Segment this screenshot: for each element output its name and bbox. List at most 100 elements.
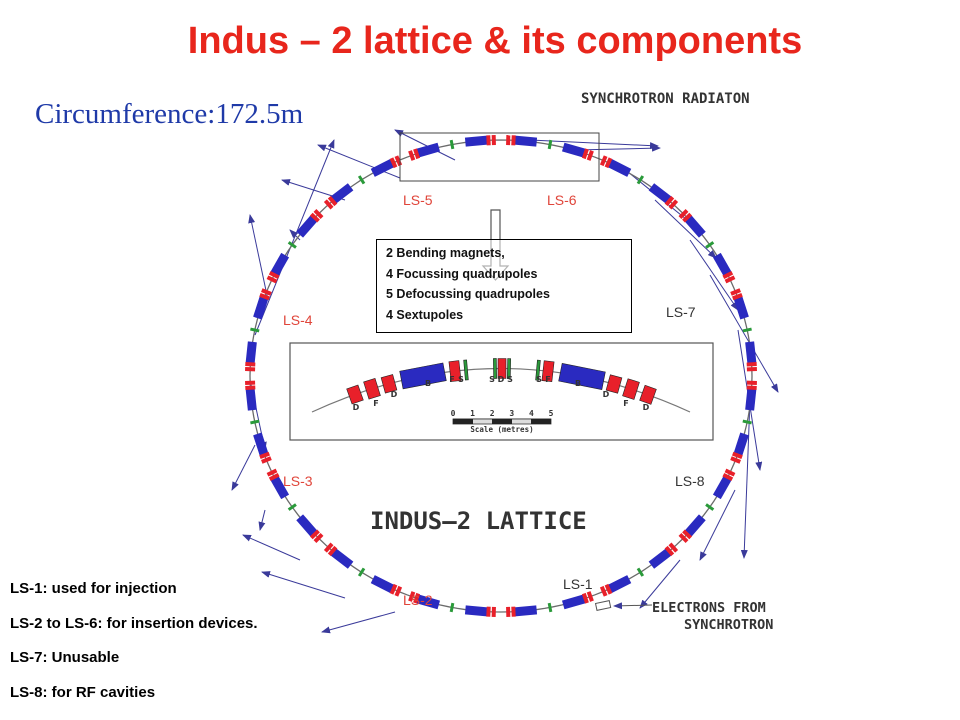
dipole-magnet: [558, 363, 606, 390]
radiation-arrow: [709, 274, 779, 393]
unit-cell-label: D: [498, 375, 505, 384]
dipole-magnet: [270, 252, 290, 277]
quadrupole-magnet: [664, 195, 675, 207]
ls1-label: LS-1: [563, 576, 593, 592]
quadrupole-magnet: [722, 270, 734, 280]
radiation-arrow: [248, 214, 269, 301]
sextupole-magnet: [463, 359, 469, 381]
quadrupole-magnet: [327, 195, 338, 207]
dipole-magnet: [733, 295, 749, 320]
ls4-label: LS-4: [283, 312, 313, 328]
sextupole-magnet: [636, 567, 645, 577]
quadrupole-magnet: [746, 385, 757, 390]
page-title: Indus – 2 lattice & its components: [187, 20, 803, 62]
quadrupole-magnet: [604, 583, 613, 595]
dipole-magnet: [245, 387, 257, 411]
sextupole-magnet: [449, 602, 455, 613]
dipole-magnet: [514, 135, 538, 147]
quadrupole-magnet: [261, 456, 272, 464]
unit-cell-label: B: [575, 379, 581, 388]
quadrupole-magnet: [491, 606, 496, 617]
radiation-arrow: [740, 399, 751, 559]
dipole-magnet: [370, 158, 395, 177]
quadrupole-magnet: [389, 583, 398, 595]
unit-cell-label: D: [391, 390, 398, 399]
quadrupole-magnet: [511, 606, 516, 617]
dipole-magnet: [370, 575, 395, 594]
lattice-title: INDUS–2 LATTICE: [370, 507, 587, 535]
quadrupole-magnet: [389, 157, 398, 169]
quadrupole-magnet: [394, 585, 403, 597]
dipole-magnet: [684, 514, 706, 537]
note-item: LS-8: for RF cavities: [10, 683, 156, 701]
unit-cell-label: D: [353, 403, 360, 412]
quadrupole-magnet: [245, 367, 256, 372]
unit-cell-label: F: [373, 399, 378, 408]
quadrupole-magnet: [380, 374, 398, 394]
quadrupole-magnet: [668, 199, 679, 210]
quadrupole-magnet: [245, 362, 256, 367]
quadrupole-magnet: [581, 592, 589, 604]
quadrupole-magnet: [497, 358, 507, 379]
quadrupole-magnet: [511, 135, 516, 146]
quadrupole-magnet: [309, 212, 320, 223]
quadrupole-magnet: [259, 451, 270, 460]
dipole-magnet: [733, 432, 749, 457]
sextupole-magnet: [636, 175, 645, 185]
quadrupole-magnet: [261, 288, 272, 296]
quadrupole-magnet: [586, 150, 594, 161]
quadrupole-magnet: [313, 533, 324, 543]
scale-caption: Scale (metres): [470, 425, 533, 434]
dipole-magnet: [464, 605, 488, 617]
dipole-magnet: [648, 548, 672, 569]
radiation-arrow: [574, 144, 661, 152]
quadrupole-magnet: [724, 468, 736, 477]
ls6-label: LS-6: [547, 192, 577, 208]
radiation-arrow: [231, 444, 256, 491]
dipole-magnet: [253, 432, 269, 457]
quadrupole-magnet: [678, 209, 689, 219]
quadrupole-magnet: [506, 606, 511, 617]
sextupole-magnet: [547, 602, 553, 613]
radiation-arrow: [261, 571, 346, 599]
sextupole-magnet: [287, 241, 297, 249]
quadrupole-magnet: [586, 591, 594, 602]
quadrupole-magnet: [604, 157, 613, 169]
sextupole-magnet: [705, 503, 715, 511]
scale-tick-label: 5: [549, 409, 554, 418]
dipole-magnet: [514, 605, 538, 617]
radiation-arrow: [321, 611, 396, 634]
quadrupole-magnet: [413, 592, 421, 604]
dipole-magnet: [712, 475, 732, 500]
quadrupole-magnet: [732, 451, 743, 460]
dipole-magnet: [561, 142, 586, 158]
radiation-arrow: [654, 199, 717, 259]
quadrupole-magnet: [668, 542, 679, 553]
ls8-label: LS-8: [675, 473, 705, 489]
scale-tick-label: 2: [490, 409, 495, 418]
quadrupole-magnet: [408, 150, 416, 161]
quadrupole-magnet: [639, 384, 657, 405]
scale-tick-label: 4: [529, 409, 534, 418]
radiation-arrow: [254, 139, 335, 336]
quadrupole-magnet: [678, 533, 689, 543]
quadrupole-magnet: [268, 472, 280, 482]
sextupole-magnet: [507, 358, 511, 379]
quadrupole-magnet: [486, 606, 491, 617]
dipole-magnet: [296, 215, 318, 238]
quadrupole-magnet: [746, 367, 757, 372]
quadrupole-magnet: [245, 385, 256, 390]
quadrupole-magnet: [413, 148, 421, 160]
notes-list: LS-1: used for injection LS-2 to LS-6: f…: [10, 572, 258, 710]
electrons-label-line2: SYNCHROTRON: [684, 617, 773, 633]
radiation-arrow: [317, 144, 401, 179]
ls3-label: LS-3: [283, 473, 313, 489]
dipole-magnet: [416, 594, 441, 610]
unit-cell-magnets: [346, 358, 657, 405]
sextupole-magnet: [547, 139, 553, 150]
radiation-arrow: [639, 559, 681, 609]
dipole-magnet: [712, 252, 732, 277]
quadrupole-magnet: [682, 529, 693, 540]
